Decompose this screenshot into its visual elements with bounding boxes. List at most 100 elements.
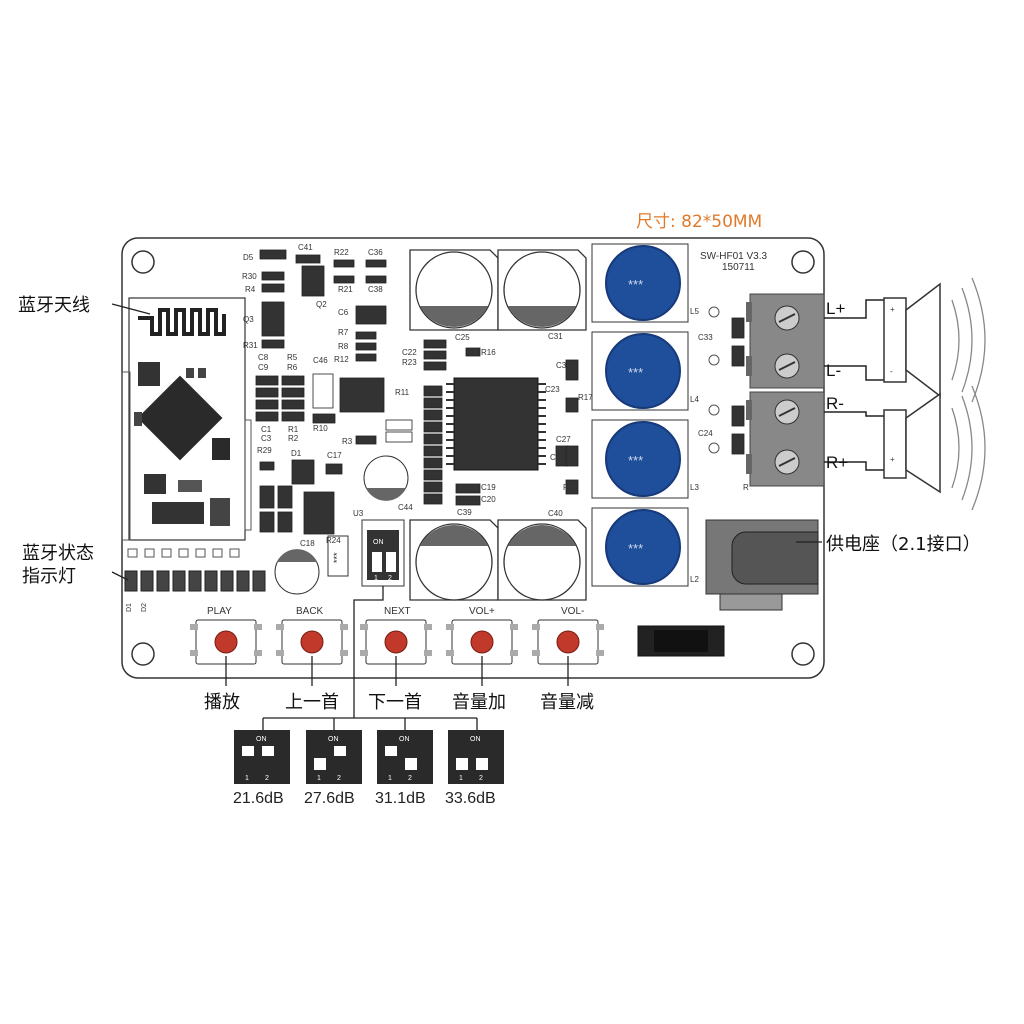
silkscreen-ref: D5 — [243, 253, 254, 262]
function-label-play: 播放 — [204, 692, 240, 713]
silkscreen-ref: R12 — [334, 355, 349, 364]
silkscreen-ref: R30 — [242, 272, 257, 281]
function-label-voldown: 音量减 — [540, 692, 594, 713]
silkscreen-ref: C22 — [402, 348, 417, 357]
silkscreen-ref: C23 — [545, 385, 560, 394]
silkscreen-ref: R31 — [243, 341, 258, 350]
screw-terminal-right — [746, 391, 825, 487]
function-label-volup: 音量加 — [452, 692, 506, 713]
inductor-mark: *** — [628, 453, 643, 468]
gain-dip-pin2: 2 — [479, 775, 483, 782]
speaker-icon: + — [883, 392, 941, 494]
silkscreen-ref: R2 — [288, 434, 299, 443]
gain-dip-on: ON — [399, 736, 410, 743]
silkscreen-ref: R29 — [257, 446, 272, 455]
silkscreen-ref: R5 — [287, 353, 298, 362]
crystal — [327, 535, 349, 577]
gain-dip-pin2: 2 — [408, 775, 412, 782]
silkscreen-ref: R21 — [338, 285, 353, 294]
button-silk-back: BACK — [296, 606, 324, 617]
function-label-back: 上一首 — [285, 692, 339, 713]
silkscreen-ref: C44 — [398, 503, 413, 512]
gain-dip-pin1: 1 — [317, 775, 321, 782]
inductor-mark: *** — [628, 541, 643, 556]
silkscreen-ref: R — [743, 483, 749, 492]
dip-pin-2: 2 — [388, 575, 392, 582]
svg-text:+: + — [890, 305, 895, 314]
gain-dip-switch — [306, 730, 362, 784]
silkscreen-ref: R17 — [578, 393, 593, 402]
silkscreen-ref: C6 — [338, 308, 349, 317]
silkscreen-ref: C27 — [556, 435, 571, 444]
silkscreen-ref: C40 — [548, 509, 563, 518]
tact-buttons — [190, 619, 604, 665]
electrolytic-capacitors — [274, 249, 587, 601]
inductor-mark: *** — [628, 277, 643, 292]
antenna-trace — [138, 308, 226, 336]
terminal-label-rminus: R- — [826, 394, 844, 413]
gain-dip-pin1: 1 — [459, 775, 463, 782]
silkscreen-ref: R10 — [313, 424, 328, 433]
silkscreen-ref: C41 — [298, 243, 313, 252]
status-leds — [124, 570, 266, 592]
pad-circles — [708, 306, 720, 454]
silkscreen-ref: C3 — [261, 434, 272, 443]
silkscreen-ref: R24 — [326, 536, 341, 545]
silkscreen-ref: C46 — [313, 356, 328, 365]
silkscreen-ref: C31 — [548, 332, 563, 341]
power-jack — [705, 519, 819, 611]
button-silk-voldown: VOL- — [561, 606, 584, 617]
gain-dip-pin2: 2 — [337, 775, 341, 782]
silkscreen-ref: C38 — [368, 285, 383, 294]
speaker-icon: + - — [883, 282, 941, 398]
silkscreen-ref: C8 — [258, 353, 269, 362]
silkscreen-ref: C39 — [457, 508, 472, 517]
button-silk-volup: VOL+ — [469, 606, 495, 617]
leader-lines — [111, 303, 822, 730]
silkscreen-ref: R4 — [245, 285, 256, 294]
led-ref-d1: D1 — [126, 603, 133, 612]
size-label: 尺寸: 82*50MM — [636, 212, 762, 232]
silkscreen-ref: C32 — [550, 453, 565, 462]
gain-dip-on: ON — [470, 736, 481, 743]
button-silk-play: PLAY — [207, 606, 232, 617]
gain-dip-on: ON — [328, 736, 339, 743]
silkscreen-ref: R8 — [338, 342, 349, 351]
silkscreen-ref: C36 — [368, 248, 383, 257]
label-power-jack: 供电座（2.1接口） — [826, 534, 981, 555]
silkscreen-ref: R6 — [287, 363, 298, 372]
gain-label: 31.1dB — [375, 790, 426, 807]
board-date: 150711 — [722, 262, 755, 273]
silkscreen-ref: R1 — [288, 425, 299, 434]
silkscreen-ref: R23 — [402, 358, 417, 367]
silkscreen-ref: C9 — [258, 363, 269, 372]
silkscreen-ref: U3 — [353, 509, 364, 518]
gain-label: 21.6dB — [233, 790, 284, 807]
inductor-mark: *** — [628, 365, 643, 380]
gain-dip-pin1: 1 — [388, 775, 392, 782]
speaker-wires — [824, 299, 900, 471]
gain-dip-on: ON — [256, 736, 267, 743]
silkscreen-ref: C24 — [698, 429, 713, 438]
silkscreen-ref: C34 — [556, 361, 571, 370]
board-id: SW-HF01 V3.3 — [700, 251, 767, 262]
dip-on-label: ON — [373, 539, 384, 546]
label-bt-antenna: 蓝牙天线 — [18, 295, 90, 316]
bluetooth-module — [121, 297, 252, 541]
svg-text:-: - — [890, 367, 893, 376]
inductor-ref: L5 — [690, 307, 699, 316]
gain-dip-pin1: 1 — [245, 775, 249, 782]
dip-switch-board — [361, 519, 405, 587]
silkscreen-ref: R11 — [395, 388, 410, 397]
silkscreen-ref: R16 — [481, 348, 496, 357]
label-bt-status-line1: 蓝牙状态 — [22, 543, 94, 564]
dip-pin-1: 1 — [374, 575, 378, 582]
inductor-ref: L3 — [690, 483, 699, 492]
inductor-ref: L2 — [690, 575, 699, 584]
silkscreen-ref: C17 — [327, 451, 342, 460]
silkscreen-ref: R13 — [563, 483, 578, 492]
silkscreen-ref: C25 — [455, 333, 470, 342]
smd-components — [255, 249, 745, 535]
